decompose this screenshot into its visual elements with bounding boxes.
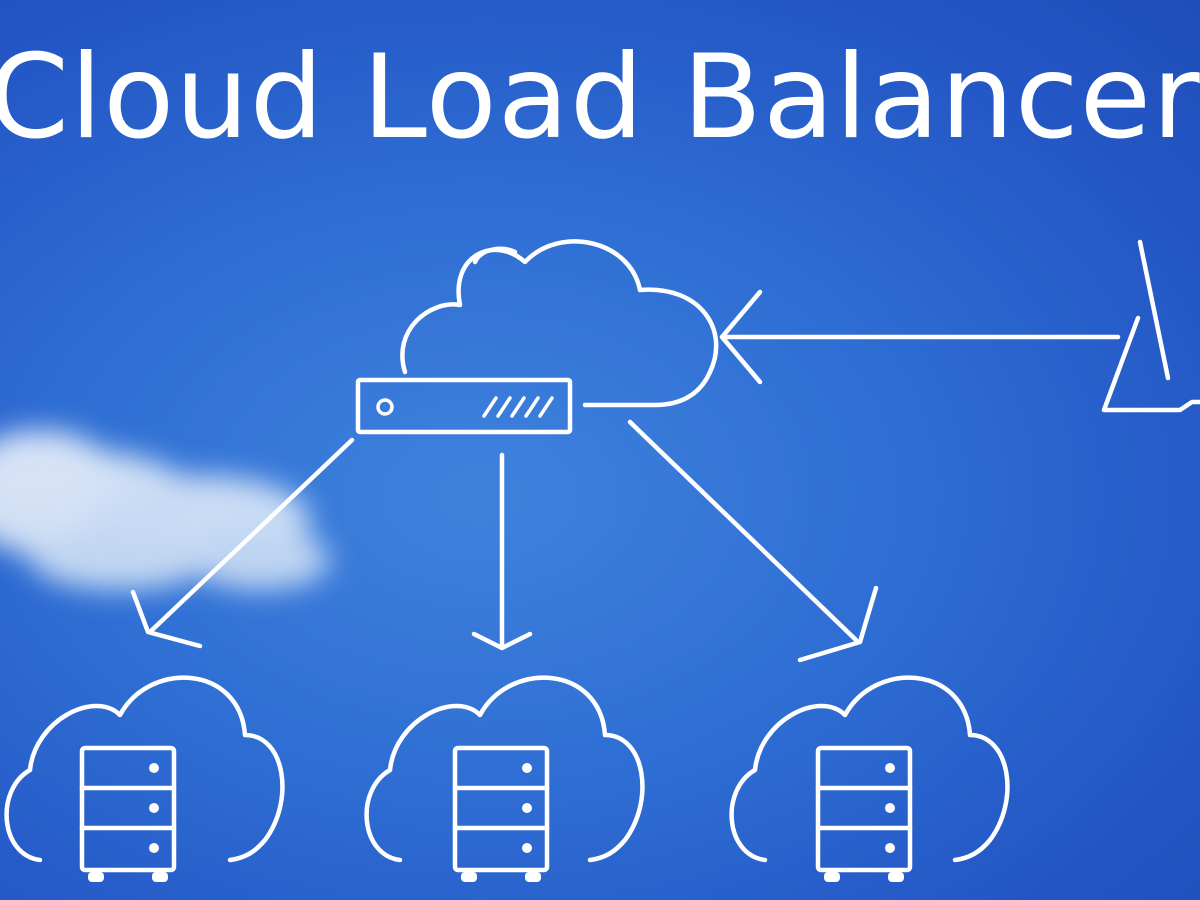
diagram-title: Cloud Load Balancer [0, 30, 1200, 165]
cloud-server-icon [729, 675, 1010, 882]
arrow-to-server-2 [471, 452, 533, 651]
arrow-client-to-load-balancer [719, 289, 1121, 385]
cloud-server-icon [4, 675, 285, 882]
desktop-monitor-icon [1101, 239, 1200, 413]
cloud-server-icon [364, 675, 645, 882]
arrow-to-server-1 [130, 437, 355, 649]
background-cloud [0, 430, 330, 590]
load-balancer-cloud-icon [355, 239, 719, 435]
arrow-to-server-3 [627, 419, 879, 663]
